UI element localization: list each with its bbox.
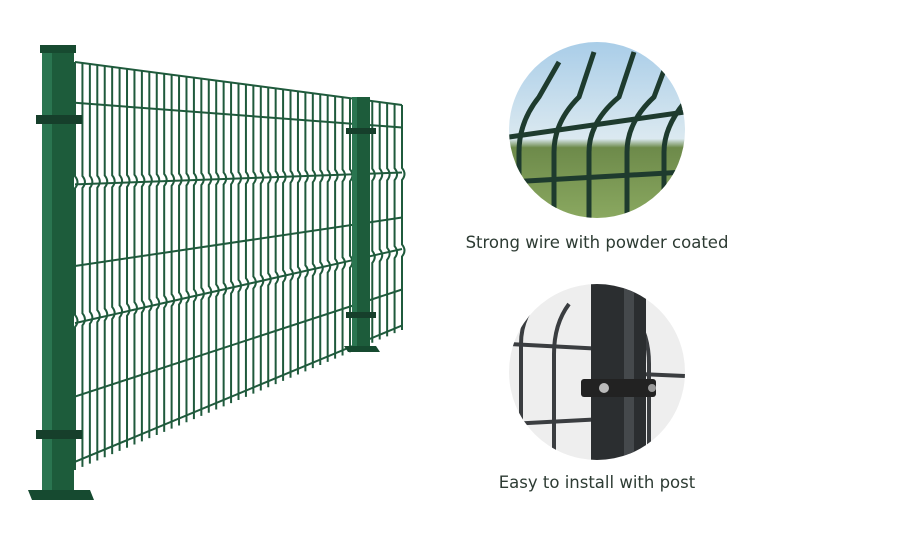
vertical-wire xyxy=(192,77,198,420)
vertical-wire xyxy=(88,63,94,464)
vertical-wire xyxy=(215,80,220,410)
vertical-wire xyxy=(237,83,242,400)
vertical-wire xyxy=(319,94,324,365)
vertical-wire xyxy=(155,72,161,435)
horizontal-wire xyxy=(74,171,403,186)
vertical-wire xyxy=(222,81,228,407)
vertical-wire xyxy=(371,101,376,343)
vertical-wire xyxy=(148,71,153,439)
feature-caption-install: Easy to install with post xyxy=(498,473,696,492)
vertical-wire xyxy=(334,96,339,359)
vertical-wire xyxy=(304,92,309,372)
vertical-wire xyxy=(244,84,250,397)
horizontal-wire xyxy=(74,288,403,398)
vertical-wire xyxy=(103,65,109,458)
vertical-wire xyxy=(393,104,399,334)
vertical-wire xyxy=(230,82,235,404)
vertical-wire xyxy=(348,98,354,353)
feature-caption-wire: Strong wire with powder coated xyxy=(465,233,729,252)
vertical-wire xyxy=(185,76,190,423)
vertical-wire xyxy=(259,86,265,391)
left-post xyxy=(28,45,94,500)
vertical-wire xyxy=(96,64,101,461)
vertical-wire xyxy=(140,70,146,442)
vertical-wire xyxy=(386,103,391,337)
vertical-wire xyxy=(401,105,406,330)
vertical-wire xyxy=(252,85,257,394)
vertical-wire xyxy=(326,95,332,362)
post-clamp-closeup-image xyxy=(509,284,685,460)
vertical-wire xyxy=(296,91,302,375)
vertical-wire xyxy=(207,79,213,413)
vertical-wire xyxy=(74,62,79,470)
horizontal-wire xyxy=(74,248,403,325)
vertical-wire xyxy=(118,67,124,451)
horizontal-wire xyxy=(74,61,403,106)
vertical-wire xyxy=(341,97,347,356)
vertical-wire xyxy=(289,90,295,378)
vertical-wire xyxy=(170,74,176,429)
vertical-wire xyxy=(178,75,183,426)
vertical-wire xyxy=(163,73,168,432)
vertical-wire xyxy=(111,66,116,455)
vertical-wire xyxy=(274,88,280,385)
horizontal-wire xyxy=(74,216,403,267)
vertical-wire xyxy=(267,87,272,388)
vertical-wire xyxy=(200,78,205,416)
vertical-wire xyxy=(81,62,86,467)
vertical-wire xyxy=(282,89,287,381)
vertical-wire xyxy=(378,102,384,340)
vertical-wire xyxy=(133,69,138,445)
right-post xyxy=(344,97,380,352)
vertical-wire xyxy=(126,68,131,448)
vertical-wire xyxy=(311,93,317,369)
wire-closeup-image xyxy=(509,42,685,218)
fence-panel-image xyxy=(28,45,406,500)
horizontal-wire xyxy=(74,101,403,129)
